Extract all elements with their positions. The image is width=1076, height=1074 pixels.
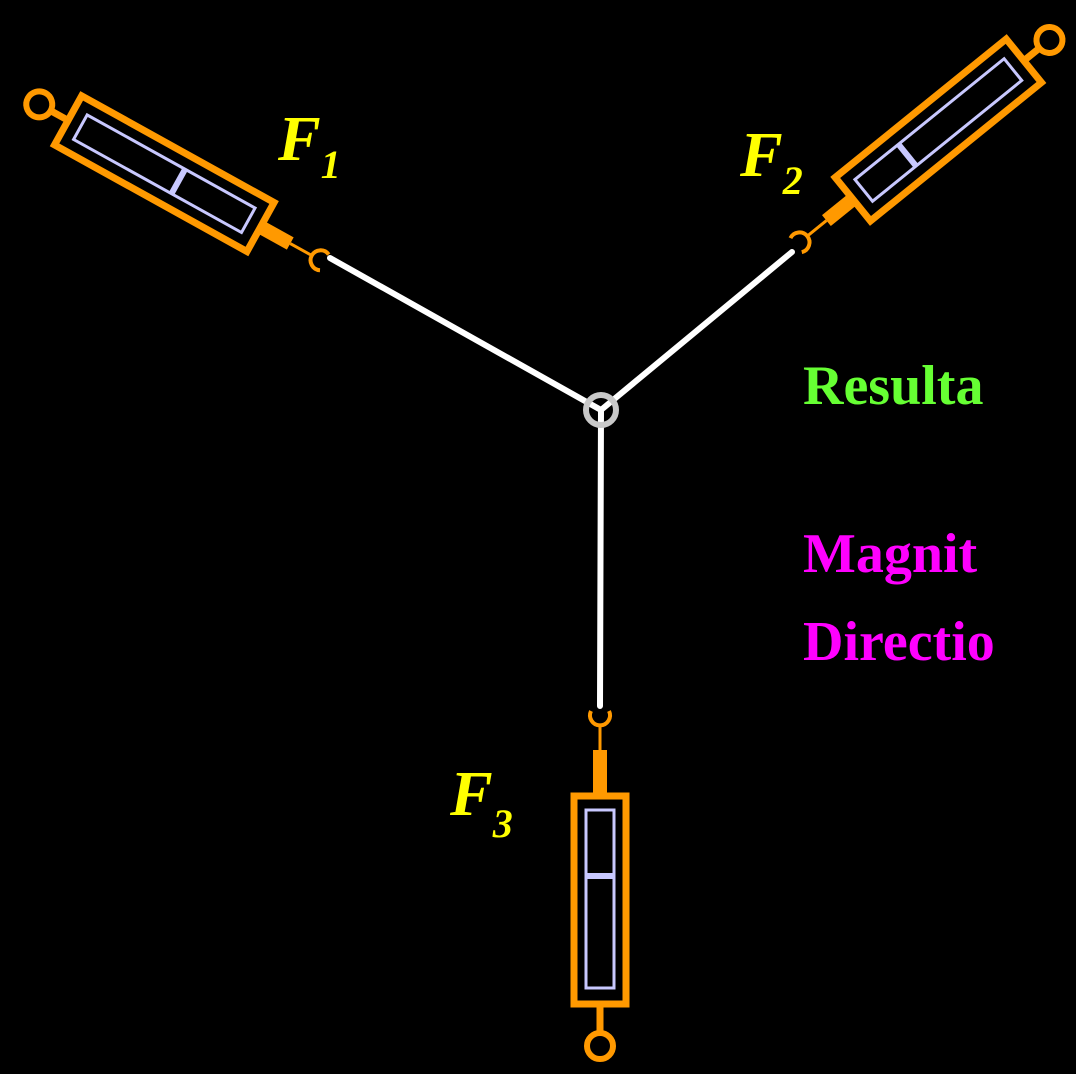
scale-f3-end-ring xyxy=(584,1030,616,1062)
scale-f1-end-rod xyxy=(48,107,70,124)
scale-f1-window xyxy=(71,112,258,235)
spring-scale-f1 xyxy=(23,88,331,273)
scale-f1-hook xyxy=(308,248,331,273)
string-f1 xyxy=(327,255,604,413)
scale-f2-end-ring xyxy=(1033,23,1066,56)
scale-f2-end-rod xyxy=(1021,45,1042,64)
scale-f2-rod xyxy=(806,219,828,237)
label-f1: F1 xyxy=(277,103,341,187)
direction-label: Directio xyxy=(803,611,995,673)
label-f3: F3 xyxy=(449,758,513,846)
scale-f1-indicator xyxy=(168,167,188,196)
label-f2: F2 xyxy=(739,119,803,203)
string-f2 xyxy=(598,249,795,413)
scale-f3-body xyxy=(570,792,630,1008)
scale-f3-window xyxy=(584,808,616,990)
scale-f2-hook xyxy=(788,230,812,255)
scale-f1-neck xyxy=(257,220,294,250)
scale-f1-body xyxy=(49,91,279,257)
resultant-heading: Resulta xyxy=(803,355,983,417)
scale-f2-indicator xyxy=(896,142,919,168)
string-f3 xyxy=(597,407,604,709)
scale-f3-neck xyxy=(593,750,607,794)
central-knot-ring xyxy=(583,392,619,428)
spring-scale-f3 xyxy=(570,710,630,1062)
magnitude-label: Magnit xyxy=(803,523,978,585)
scale-f1-rod xyxy=(289,242,312,257)
scale-f2-neck xyxy=(822,193,858,227)
strings xyxy=(327,249,795,709)
scale-f2-window xyxy=(852,56,1024,204)
scale-f1-end-ring xyxy=(23,88,56,121)
spring-scale-f2 xyxy=(788,23,1066,255)
scale-f3-hook xyxy=(588,710,612,728)
